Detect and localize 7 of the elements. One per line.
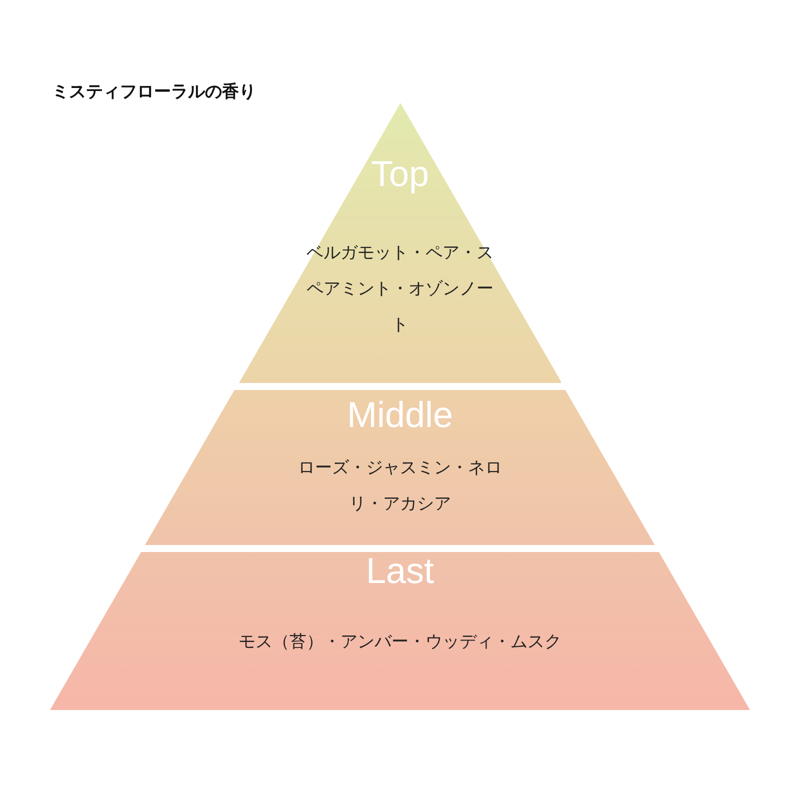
- tier-heading: Middle: [346, 394, 454, 436]
- tier-heading: Last: [366, 550, 434, 592]
- note-list: モス（苔）・アンバー・ウッディ・ムスク: [238, 624, 562, 660]
- diagram-title: ミスティフローラルの香り: [52, 81, 256, 103]
- note-list: ベルガモット・ペア・スペアミント・オゾンノート: [300, 235, 500, 343]
- note-list: ローズ・ジャスミン・ネロリ・アカシア: [290, 450, 510, 522]
- tier-heading: Top: [370, 153, 430, 195]
